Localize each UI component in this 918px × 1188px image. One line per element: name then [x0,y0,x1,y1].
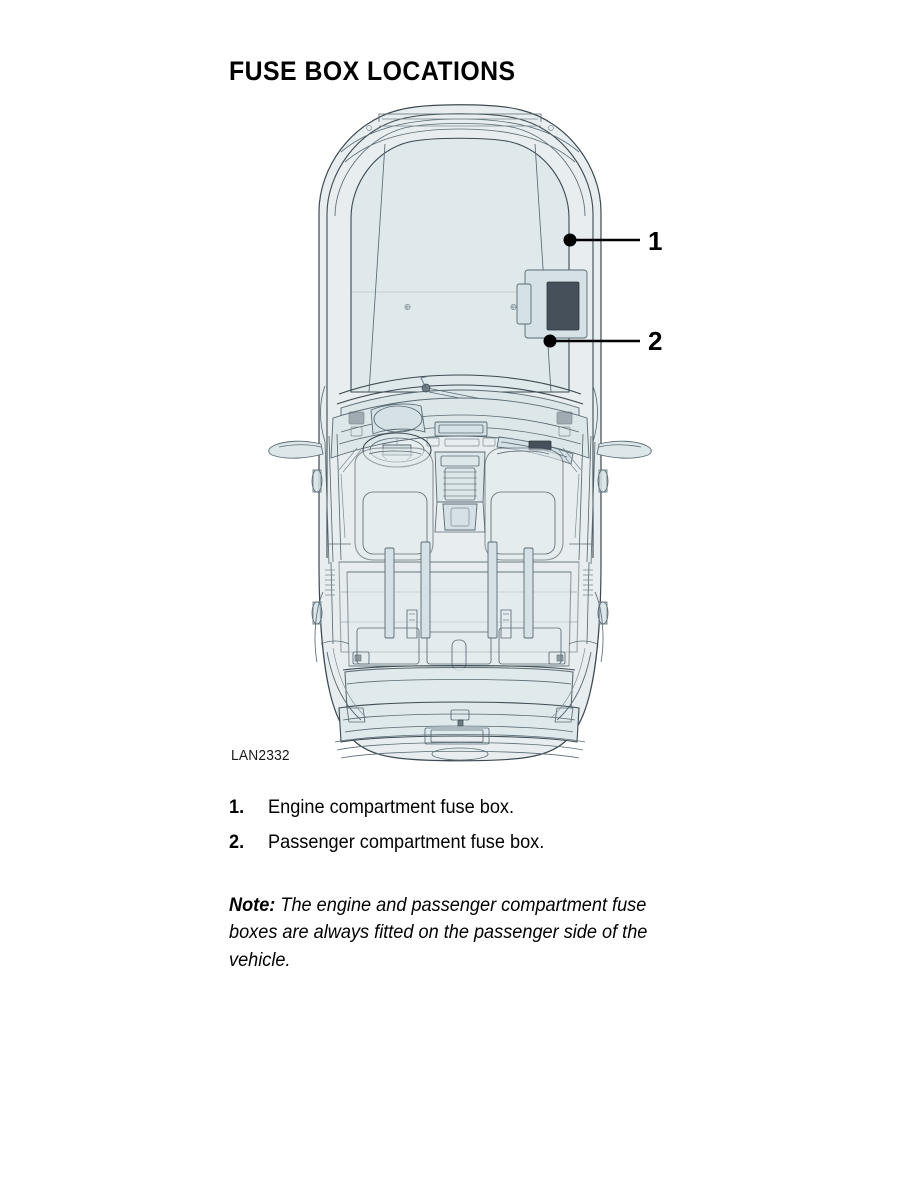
list-item: 2. Passenger compartment fuse box. [229,830,666,855]
list-item-number: 1. [229,796,245,818]
car-illustration: .bf { fill:#e8eef0; stroke:#3d4a52; stro… [268,104,652,762]
fuse-box-list: 1. Engine compartment fuse box. 2. Passe… [229,795,699,865]
note-paragraph: Note: The engine and passenger compartme… [229,892,666,975]
list-item-number: 2. [229,830,245,853]
figure-reference-code: LAN2332 [231,748,290,764]
callout-label-1: 1 [648,226,663,256]
leader-line-1 [563,233,640,247]
car-plan-view-figure: .bf { fill:#e8eef0; stroke:#3d4a52; stro… [229,92,689,772]
leader-line-2 [543,334,640,348]
note-label: Note: [229,893,276,916]
engine-compartment-fuse-box [516,269,588,339]
list-item-label: Passenger compartment fuse box. [268,830,545,853]
page-title: FUSE BOX LOCATIONS [229,56,516,87]
callout-label-2: 2 [648,326,663,356]
list-item-label: Engine compartment fuse box. [268,796,515,818]
list-item: 1. Engine compartment fuse box. [229,795,666,820]
note-text: The engine and passenger compartment fus… [229,893,648,971]
